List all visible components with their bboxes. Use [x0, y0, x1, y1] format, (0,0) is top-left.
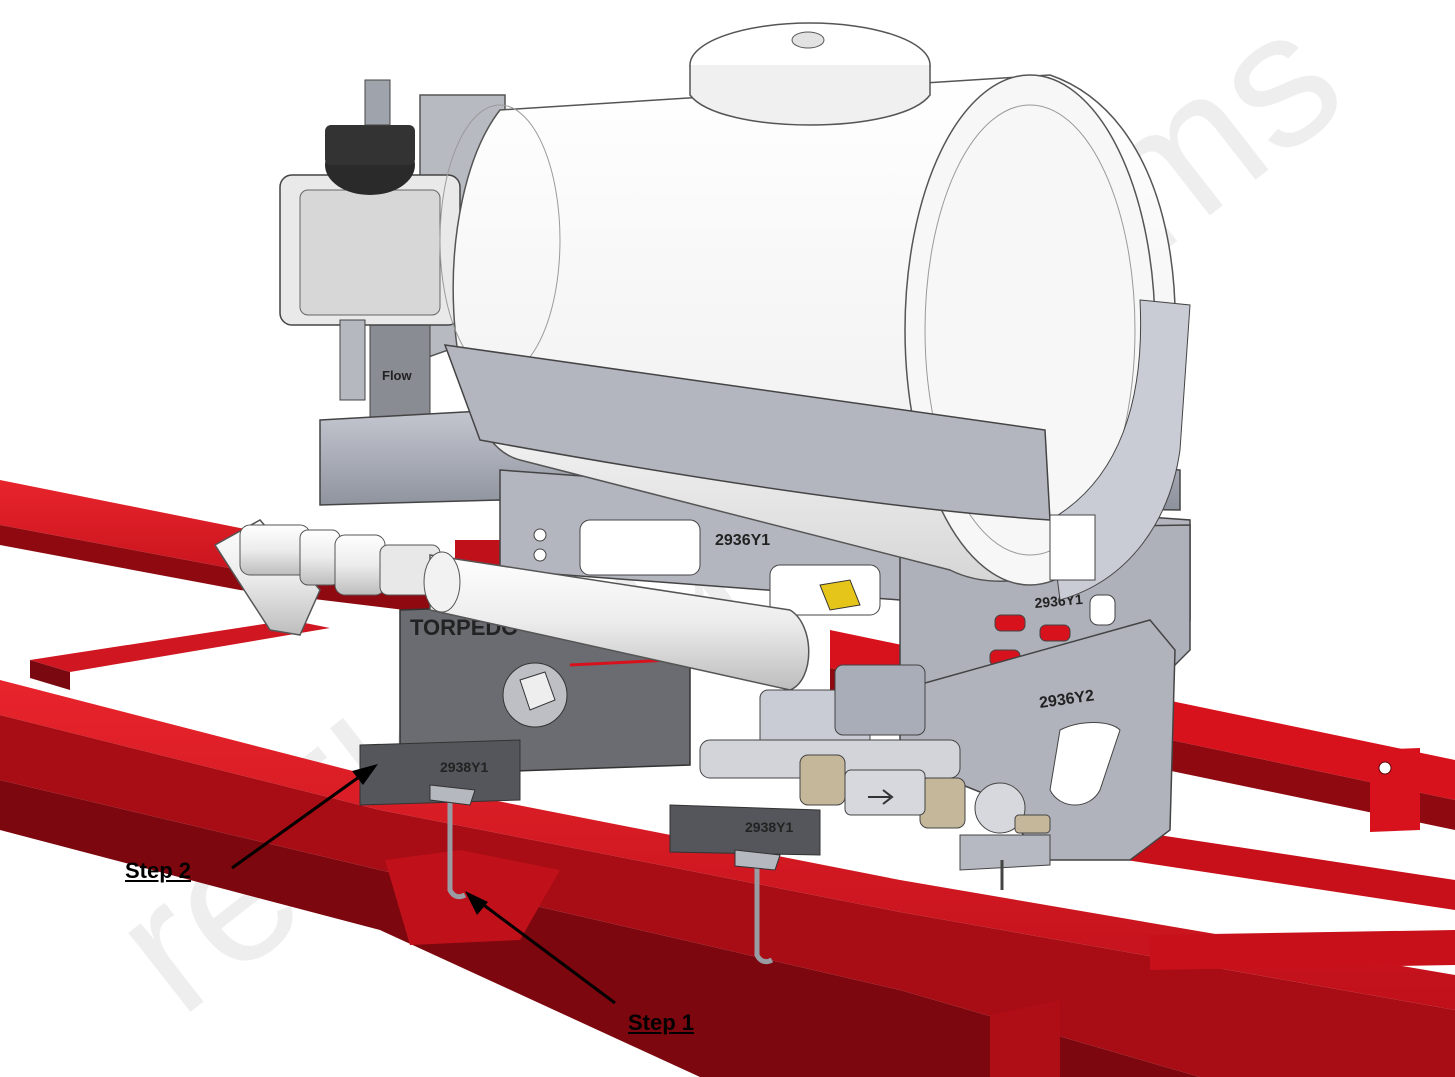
step1-arrow-icon: [476, 898, 616, 1005]
inlet-strainer-pipe: [213, 519, 810, 691]
front-plate-stamp: 2936Y1: [715, 532, 770, 549]
callout-arrows: [231, 764, 616, 1005]
step2-callout: Step 2: [125, 858, 192, 883]
bracket-left-stamp: 2938Y1: [440, 759, 488, 775]
step2-arrowhead-icon: [352, 764, 378, 785]
flow-direction-arrow-icon: [868, 789, 894, 805]
spray-tank: [439, 22, 1191, 601]
lower-bracket: 2936Y2: [899, 619, 1176, 890]
step1-callout: Step 1: [628, 1010, 695, 1035]
bracket-right-stamp: 2938Y1: [745, 819, 793, 835]
flowmeter-label: Flow: [382, 368, 412, 383]
step1-arrowhead-icon: [465, 891, 488, 915]
valve-assembly: [699, 579, 1051, 834]
step2-arrow-icon: [231, 770, 367, 870]
